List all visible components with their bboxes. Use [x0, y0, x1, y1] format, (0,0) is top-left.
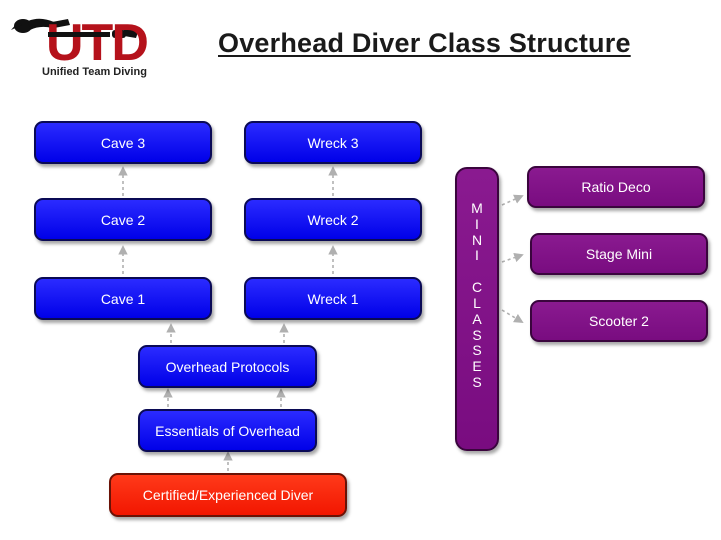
box-cave-3: Cave 3 [34, 121, 212, 164]
mini-letter: I [475, 247, 479, 264]
classes-letter: S [472, 326, 482, 343]
mini-letter: I [475, 215, 479, 232]
box-scooter-2: Scooter 2 [530, 300, 708, 342]
classes-letter: E [472, 358, 482, 375]
arrow-mini-stage [501, 253, 524, 263]
box-ratio-deco: Ratio Deco [527, 166, 705, 208]
logo-tagline: Unified Team Diving [42, 66, 147, 78]
box-wreck-3: Wreck 3 [244, 121, 422, 164]
arrow-mini-scooter [501, 309, 524, 323]
diver-logo-icon: UTD [11, 14, 149, 72]
classes-letter: L [473, 294, 481, 311]
logo-letters: UTD [46, 14, 147, 72]
page-title: Overhead Diver Class Structure [218, 28, 631, 58]
classes-letter: A [472, 310, 482, 327]
box-cave-2: Cave 2 [34, 198, 212, 241]
mini-classes-column: M I N I C L A S S E S [455, 167, 499, 451]
classes-letter: C [471, 279, 483, 296]
box-certified-experienced-diver: Certified/Experienced Diver [109, 473, 347, 517]
box-wreck-2: Wreck 2 [244, 198, 422, 241]
classes-letter: S [472, 373, 482, 390]
box-overhead-protocols: Overhead Protocols [138, 345, 317, 388]
mini-letter: N [471, 231, 483, 248]
mini-letter: M [471, 200, 483, 216]
box-wreck-1: Wreck 1 [244, 277, 422, 320]
utd-logo: UTD Unified Team Diving [8, 8, 208, 80]
classes-letter: S [472, 342, 482, 359]
arrow-mini-ratio [501, 194, 524, 206]
box-cave-1: Cave 1 [34, 277, 212, 320]
box-stage-mini: Stage Mini [530, 233, 708, 275]
box-essentials-of-overhead: Essentials of Overhead [138, 409, 317, 452]
